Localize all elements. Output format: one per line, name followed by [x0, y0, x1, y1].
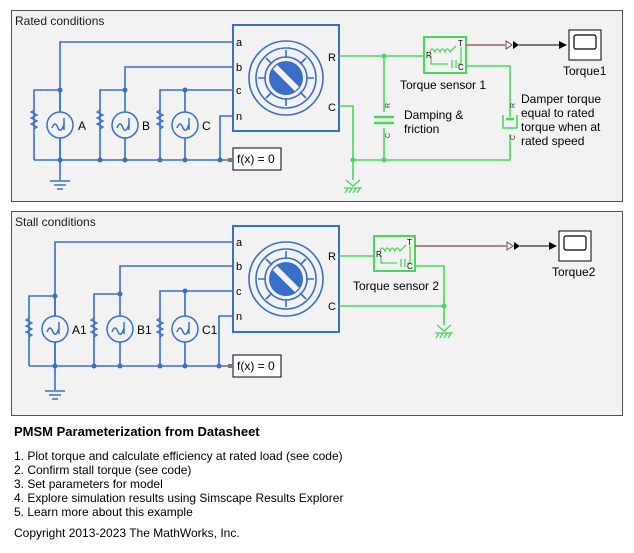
ac-voltage-source-icon[interactable]	[46, 111, 74, 139]
port-label: c	[236, 85, 242, 97]
source-label: A	[78, 119, 86, 133]
sensor-label: Torque sensor 1	[400, 78, 486, 92]
ac-voltage-source-icon[interactable]	[171, 315, 199, 343]
note-link[interactable]: 1. Plot torque and calculate efficiency …	[14, 449, 343, 463]
note-link[interactable]: 3. Set parameters for model	[14, 477, 163, 491]
port-label: b	[236, 261, 242, 273]
port-label: C	[407, 262, 413, 271]
port-label: R	[426, 51, 432, 60]
port-label: C	[328, 301, 336, 313]
electrical-wires	[28, 241, 233, 390]
note-link[interactable]: 2. Confirm stall torque (see code)	[14, 463, 192, 477]
rotational-damper-icon[interactable]	[502, 115, 518, 129]
port-label: T	[407, 238, 412, 247]
junction-dots	[52, 288, 222, 369]
junction-dots	[57, 87, 223, 163]
notes-list: 1. Plot torque and calculate efficiency …	[14, 449, 614, 519]
port-label: C	[328, 102, 336, 114]
torque-sensor-block[interactable]: R T C	[373, 235, 416, 272]
mechanical-wires	[339, 55, 511, 180]
ac-voltage-source-icon[interactable]	[171, 111, 199, 139]
port-label: b	[236, 62, 242, 74]
resistor-icon[interactable]	[155, 317, 165, 338]
port-label: a	[236, 37, 243, 49]
ps-simulink-converter-icon[interactable]	[505, 40, 513, 50]
port-label: R	[376, 250, 382, 259]
source-label: B	[142, 119, 150, 133]
solver-configuration-block[interactable]: f(x) = 0	[228, 354, 282, 378]
solver-label: f(x) = 0	[237, 152, 275, 166]
source-label: B1	[137, 323, 152, 337]
model-title: PMSM Parameterization from Datasheet	[14, 424, 260, 439]
port-label: R	[510, 103, 517, 108]
model-notes: PMSM Parameterization from Datasheet 1. …	[14, 424, 614, 540]
source-label: C	[202, 119, 211, 133]
source-label: A1	[72, 323, 87, 337]
mechanical-reference-icon	[435, 324, 453, 339]
copyright: Copyright 2013-2023 The MathWorks, Inc.	[14, 526, 240, 540]
scope-block[interactable]	[558, 230, 592, 262]
resistor-icon[interactable]	[155, 109, 165, 130]
port-label: R	[328, 251, 336, 263]
resistor-icon[interactable]	[89, 317, 99, 338]
ac-voltage-source-icon[interactable]	[41, 315, 69, 343]
sensor-label: Torque sensor 2	[353, 279, 439, 293]
port-label: n	[236, 311, 242, 323]
rated-diagram: A B C f(x) = 0 a b c n	[29, 24, 607, 194]
electrical-ground-icon	[45, 390, 65, 400]
panel-title: Stall conditions	[15, 215, 96, 229]
note-link[interactable]: 5. Learn more about this example	[14, 505, 193, 519]
ac-voltage-source-icon[interactable]	[106, 315, 134, 343]
scope-label: Torque1	[563, 64, 607, 78]
solver-configuration-block[interactable]: f(x) = 0	[228, 147, 282, 171]
damper-note: rated speed	[521, 134, 584, 148]
panel-title: Rated conditions	[15, 14, 105, 28]
simulink-diagram: A B C f(x) = 0 a b c n	[24, 24, 607, 400]
port-label: C	[458, 63, 464, 72]
port-label: c	[236, 286, 242, 298]
port-label: n	[236, 111, 242, 123]
note-link[interactable]: 4. Explore simulation results using Sims…	[14, 491, 344, 505]
port-label: C	[510, 135, 517, 140]
damper-note: torque when at	[521, 120, 601, 134]
port-label: R	[328, 52, 336, 64]
port-label: R	[385, 103, 392, 108]
ac-voltage-source-icon[interactable]	[111, 111, 139, 139]
scope-label: Torque2	[552, 265, 596, 279]
port-label: T	[458, 39, 463, 48]
pmsm-motor-icon	[248, 241, 324, 317]
ps-simulink-converter-icon[interactable]	[506, 241, 514, 251]
source-label: C1	[202, 323, 218, 337]
resistor-icon[interactable]	[95, 109, 105, 130]
rotational-damper-icon[interactable]	[374, 115, 394, 125]
mechanical-reference-icon	[344, 179, 362, 194]
damper-label: friction	[404, 122, 439, 136]
torque-sensor-block[interactable]: R T C	[423, 36, 467, 74]
resistor-icon[interactable]	[29, 109, 39, 130]
electrical-ground-icon	[50, 180, 70, 190]
scope-block[interactable]	[568, 29, 602, 61]
pmsm-motor-block[interactable]: a b c n R C	[232, 225, 340, 333]
damper-label: Damping &	[404, 108, 463, 122]
port-label: C	[385, 133, 392, 138]
pmsm-motor-icon	[248, 40, 324, 116]
stall-diagram: A1 B1 C1 f(x) = 0 a b c n R C	[24, 225, 596, 400]
electrical-wires	[33, 41, 233, 180]
resistor-icon[interactable]	[24, 317, 34, 338]
solver-label: f(x) = 0	[237, 359, 275, 373]
port-label: a	[236, 237, 243, 249]
pmsm-motor-block[interactable]: a b c n R C	[232, 24, 340, 132]
damper-note: Damper torque	[521, 92, 601, 106]
damper-note: equal to rated	[521, 106, 594, 120]
